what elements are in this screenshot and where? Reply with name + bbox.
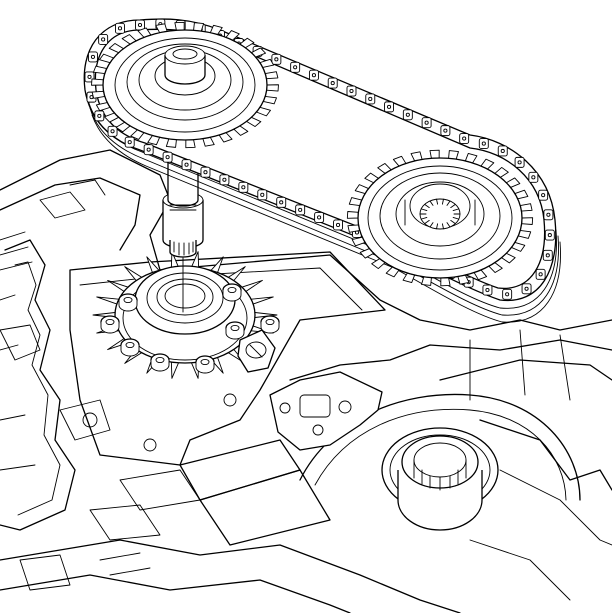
bolt-head — [100, 315, 120, 334]
bolt-head — [195, 355, 215, 374]
bolt-head — [150, 353, 170, 372]
bolt-head — [120, 338, 140, 357]
transfer-case-housing — [0, 149, 612, 613]
bolt-head — [225, 321, 245, 340]
bolt-head — [260, 315, 280, 334]
output-shaft-bearing — [92, 251, 280, 379]
mounting-bolts — [100, 283, 280, 374]
front-output-shaft — [162, 159, 204, 313]
driven-sprocket — [346, 149, 534, 287]
rear-output-bearing — [381, 427, 499, 531]
drive-sprocket — [91, 21, 279, 149]
bolt-head — [222, 283, 242, 302]
bolt-head — [118, 293, 138, 312]
